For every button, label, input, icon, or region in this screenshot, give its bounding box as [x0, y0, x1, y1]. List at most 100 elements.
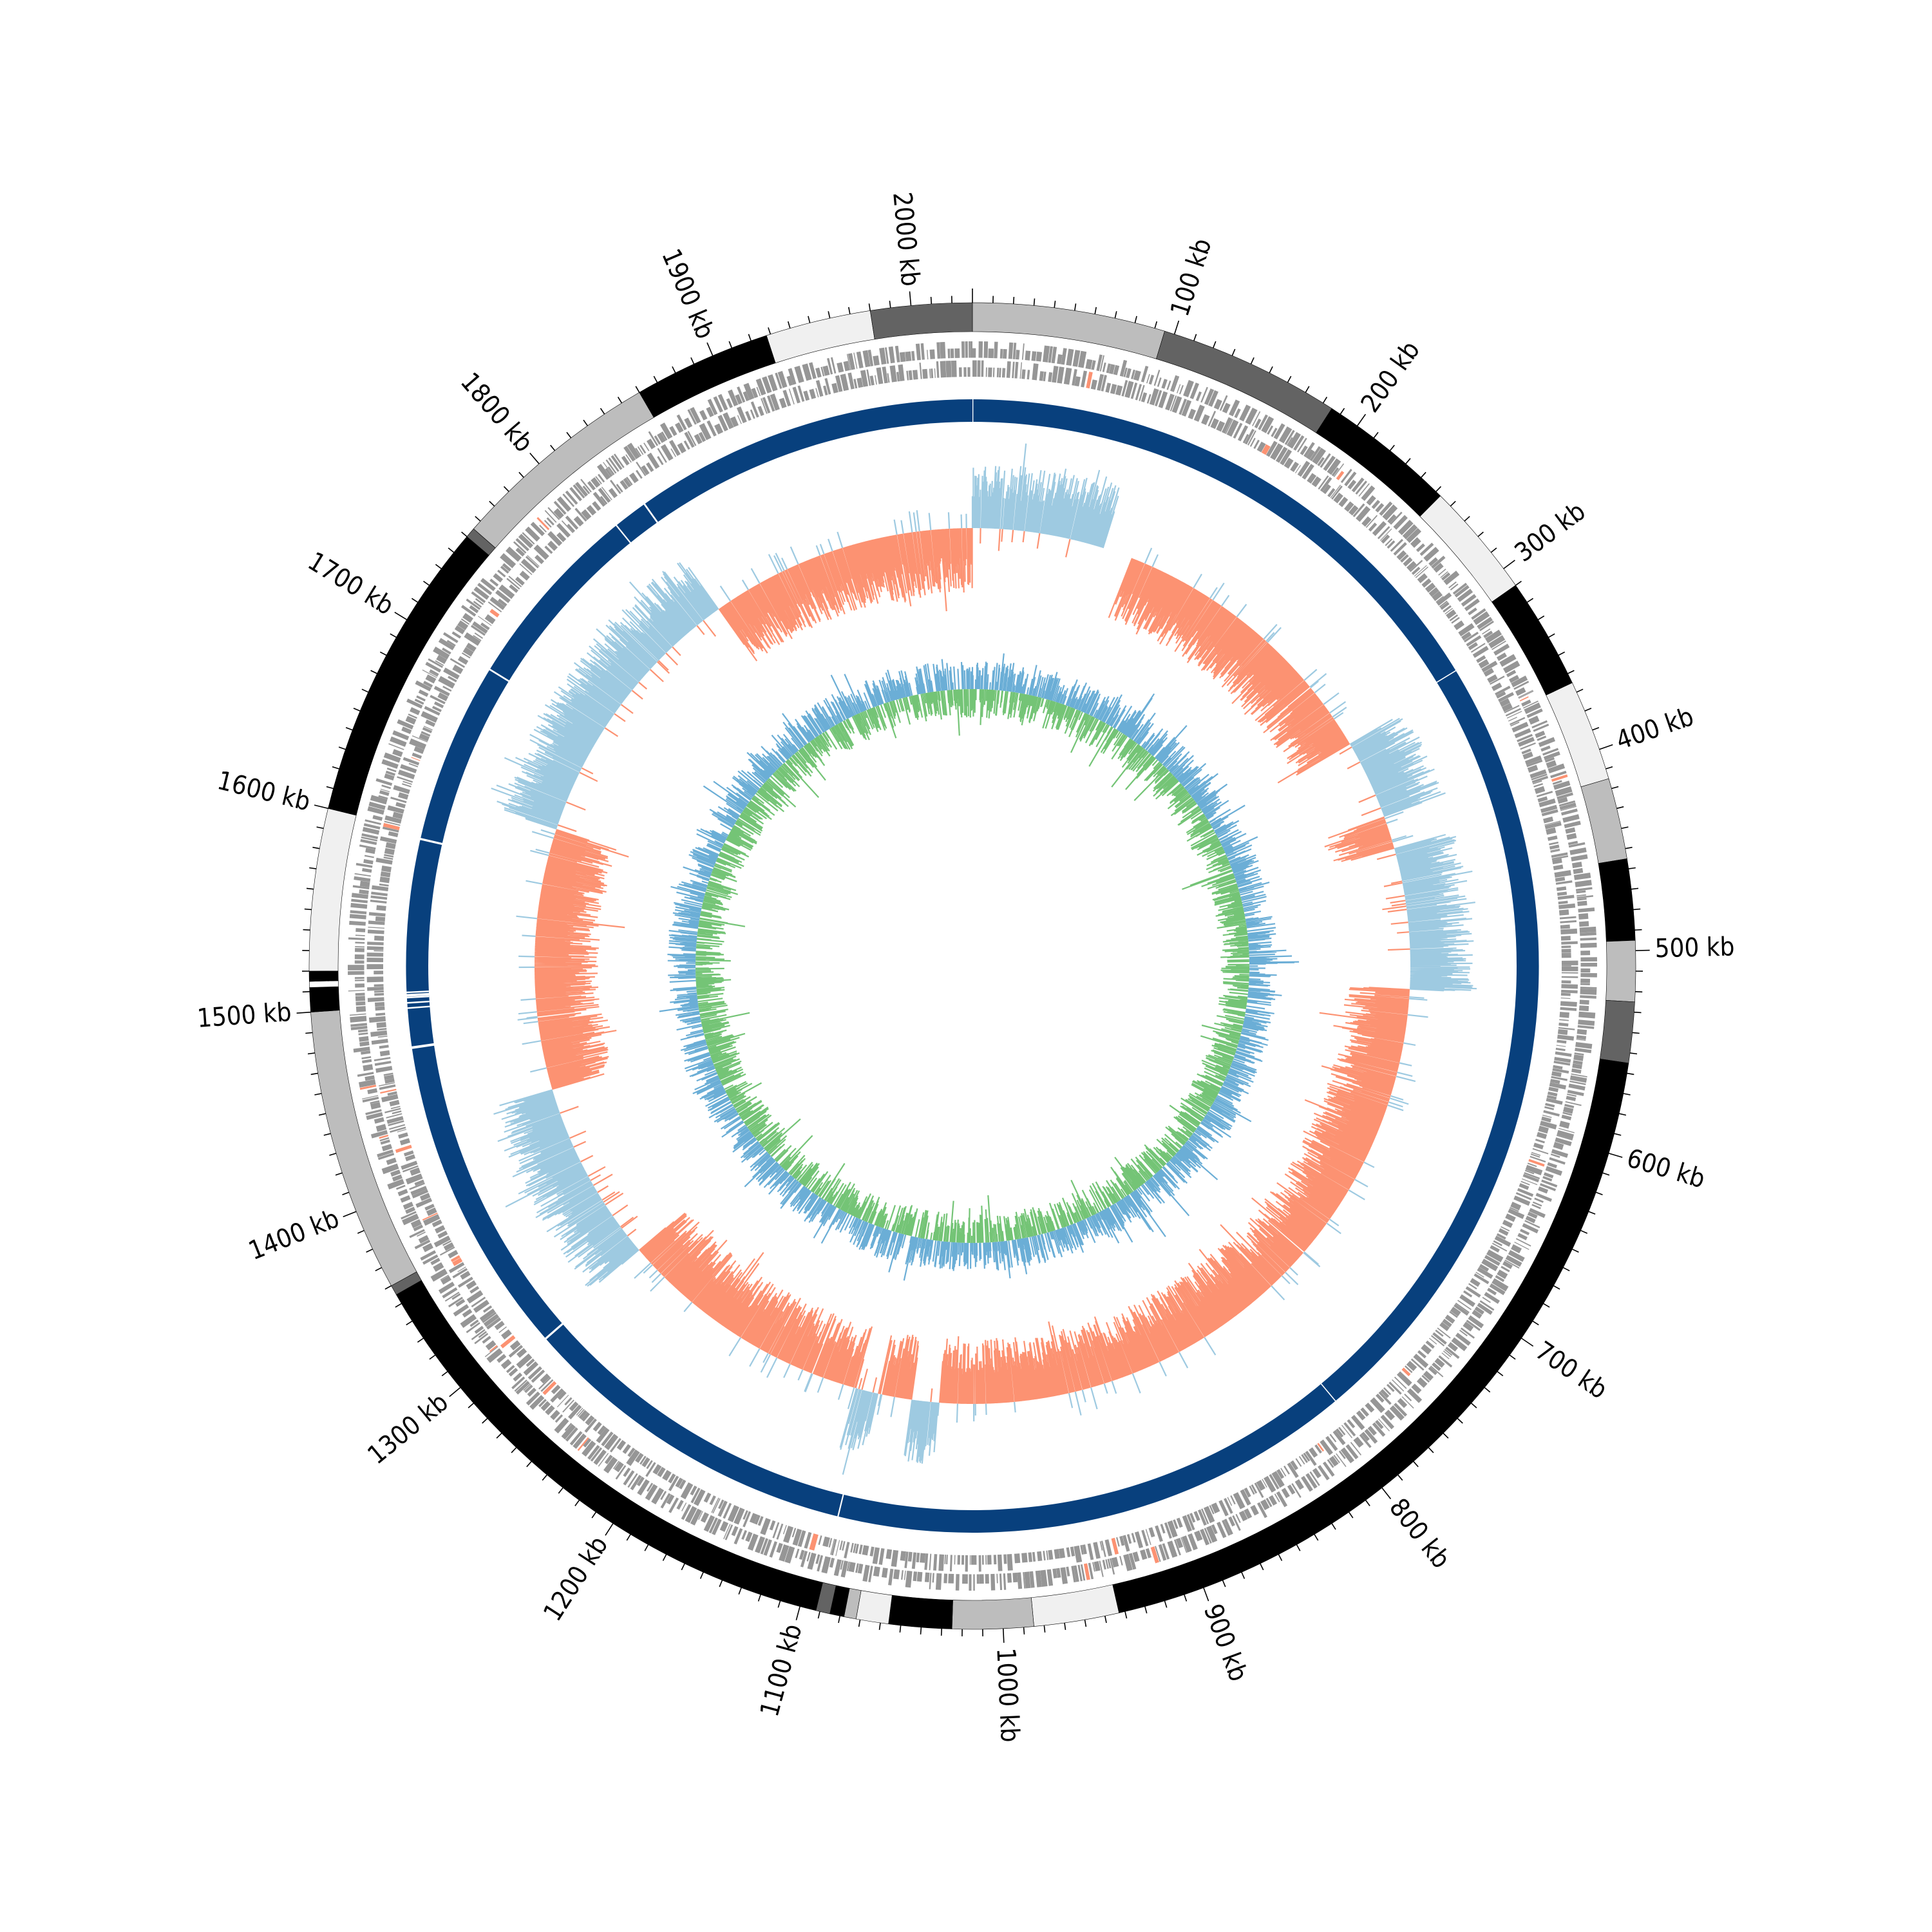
gene-reverse [479, 1308, 496, 1321]
gene-reverse [993, 1555, 997, 1565]
gene-reverse [1343, 1422, 1356, 1437]
gene-forward [381, 759, 399, 769]
gene-forward [904, 1570, 906, 1580]
gene-forward [973, 1574, 975, 1591]
gene-forward [582, 1440, 596, 1457]
gene-reverse [1283, 1465, 1290, 1475]
gene-forward [1364, 1428, 1378, 1444]
gene-forward [1464, 598, 1480, 612]
gene-forward [1575, 1047, 1592, 1054]
gene-forward [538, 1399, 547, 1408]
gene-forward [1518, 690, 1533, 698]
gene-reverse [383, 857, 393, 860]
gene-forward [401, 1211, 417, 1220]
gene-forward [936, 342, 941, 359]
gene-forward [1012, 343, 1017, 359]
gene-forward [500, 553, 516, 569]
gene-forward [1293, 435, 1305, 451]
gene-forward [613, 453, 625, 468]
gene-forward [862, 350, 871, 368]
gene-reverse [1275, 446, 1288, 463]
gene-reverse [402, 781, 412, 785]
gene-reverse [1541, 1116, 1551, 1122]
gene-reverse [1550, 848, 1560, 851]
gene-reverse [641, 1457, 650, 1468]
gene-reverse [415, 1197, 433, 1208]
gene-reverse [1165, 393, 1175, 411]
gene-forward [553, 508, 564, 519]
gene-reverse [679, 1479, 687, 1490]
gene-reverse [668, 1473, 676, 1484]
gene-forward [1320, 453, 1331, 468]
gene-forward [1172, 375, 1180, 392]
gene-reverse [1028, 1552, 1032, 1562]
gene-reverse [1393, 542, 1407, 556]
gene-forward [1561, 808, 1578, 816]
gene-reverse [791, 1528, 797, 1538]
gene-forward [522, 532, 535, 545]
gene-reverse [366, 964, 384, 969]
gene-reverse [1486, 1249, 1504, 1263]
gene-forward [1477, 1302, 1493, 1315]
gene-forward [1493, 643, 1510, 656]
tick-label: 300 kb [1510, 497, 1591, 568]
gene-reverse [562, 1399, 574, 1413]
gene-forward [947, 348, 951, 359]
gene-reverse [1502, 1220, 1513, 1228]
gene-reverse [1561, 980, 1571, 984]
gene-reverse [1209, 1504, 1215, 1515]
gene-reverse [1504, 705, 1520, 714]
gene-reverse [1335, 1428, 1344, 1438]
gene-reverse [898, 364, 905, 381]
gene-forward [1545, 1166, 1563, 1176]
gene-forward [365, 1075, 375, 1081]
gene-forward [1440, 571, 1448, 578]
gene-reverse [457, 1276, 473, 1288]
tick-label: 1500 kb [196, 998, 293, 1034]
gene-reverse [1158, 391, 1168, 408]
gene-reverse [1230, 1495, 1236, 1505]
gene-forward [1526, 708, 1543, 718]
gene-forward [515, 547, 526, 557]
gene-reverse [839, 1540, 843, 1551]
gene-forward [1375, 1419, 1384, 1430]
gene-forward [1305, 449, 1315, 460]
gene-reverse [985, 367, 987, 377]
gene-reverse [706, 420, 717, 437]
gene-forward [1250, 1504, 1259, 1516]
gene-reverse [609, 1437, 621, 1453]
gene-forward [1099, 355, 1104, 372]
gene-forward [1213, 399, 1222, 410]
gene-reverse [1396, 550, 1407, 560]
gene-forward [1322, 1461, 1335, 1477]
gene-forward [1580, 995, 1596, 999]
gene-forward [1578, 907, 1595, 913]
gene-forward [1351, 477, 1365, 493]
gene-reverse [1400, 554, 1409, 563]
gene-forward [1479, 620, 1494, 632]
gene-forward [518, 533, 534, 549]
gene-forward [527, 1387, 536, 1397]
gene-reverse [461, 652, 471, 659]
gene-forward [1574, 1052, 1584, 1056]
gene-forward [1023, 1572, 1026, 1589]
gene-reverse [1549, 841, 1559, 846]
gene-reverse [874, 375, 877, 385]
gene-forward [1428, 1367, 1437, 1376]
gene-reverse [1297, 460, 1311, 477]
gene-forward [1057, 354, 1063, 365]
gene-reverse [520, 558, 536, 574]
gene-reverse [1021, 369, 1026, 379]
gene-reverse [737, 415, 742, 424]
gene-forward [377, 1152, 395, 1160]
gene-reverse [1476, 655, 1486, 663]
gene-forward [1580, 951, 1591, 956]
gene-reverse [1449, 1311, 1458, 1318]
gene-reverse [675, 1477, 683, 1488]
gene-reverse [1561, 945, 1571, 949]
gene-reverse [1430, 1335, 1445, 1347]
gene-forward [351, 893, 368, 899]
gene-reverse [657, 456, 664, 466]
gene-forward [1109, 1558, 1115, 1575]
gene-reverse [395, 802, 406, 809]
